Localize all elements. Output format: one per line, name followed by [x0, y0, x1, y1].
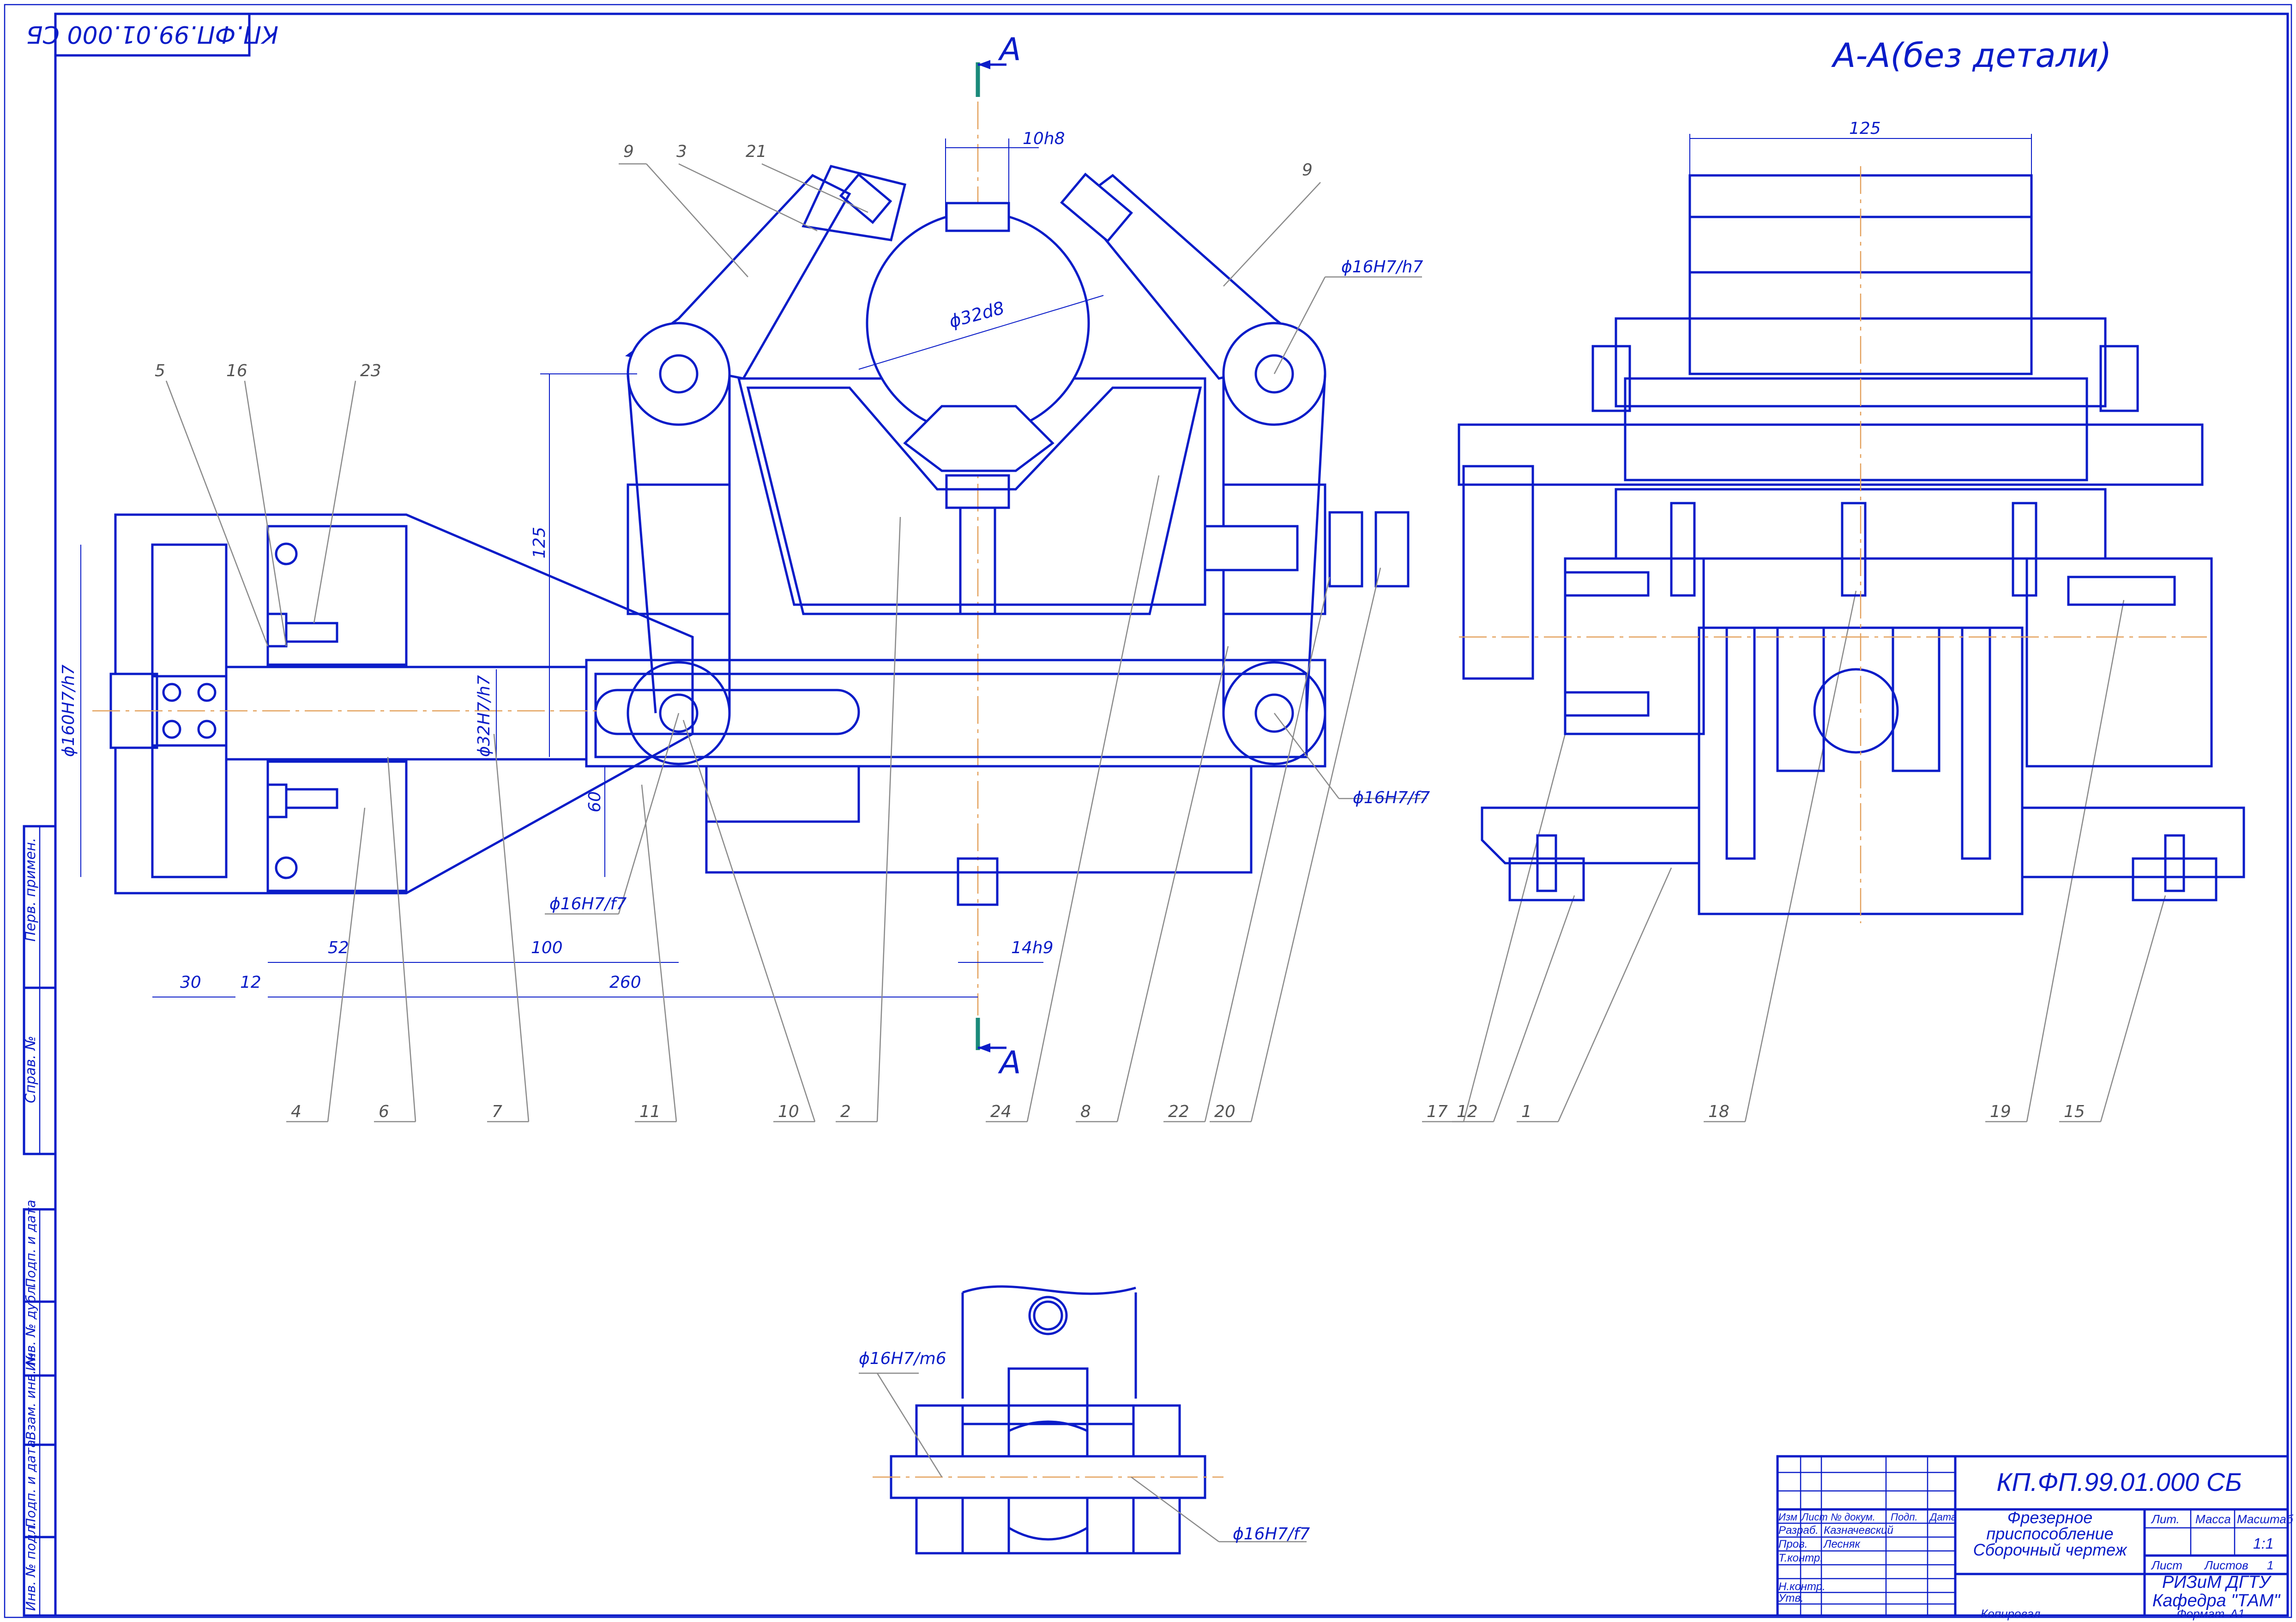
svg-text:52: 52 — [328, 938, 349, 957]
prism — [903, 405, 1055, 472]
svg-text:ϕ16H7/h7: ϕ16H7/h7 — [1341, 258, 1423, 276]
svg-text:260: 260 — [609, 973, 641, 992]
svg-text:125: 125 — [530, 527, 549, 559]
svg-text:Фрезерное: Фрезерное — [2007, 1508, 2092, 1527]
svg-text:12: 12 — [240, 973, 261, 992]
svg-text:21: 21 — [746, 142, 767, 161]
svg-text:Н.контр.: Н.контр. — [1778, 1580, 1826, 1593]
main-dimensions: 10h8 ϕ32d8 ϕ16H7/h7 ϕ16H7/f7 ϕ16H7/f7 12… — [59, 129, 1430, 997]
part-number-label: 11 — [639, 1102, 661, 1121]
tb-designation: КП.ФП.99.01.000 СБ — [1996, 1467, 2242, 1496]
part-number-label: 10 — [778, 1102, 799, 1121]
left-margin-stamps: Перв. примен. Справ. № Подп. и дата Инв.… — [23, 825, 57, 1617]
part-number-label: 18 — [1708, 1102, 1730, 1121]
part-number-label: 1 — [1521, 1102, 1532, 1121]
svg-text:Кафедра "ТАМ": Кафедра "ТАМ" — [2152, 1591, 2281, 1610]
pivot-left-top — [627, 322, 731, 426]
svg-text:№ докум.: № докум. — [1831, 1511, 1875, 1523]
stamp-podp1: Подп. и дата — [23, 1200, 38, 1288]
svg-text:Казначевский: Казначевский — [1824, 1524, 1893, 1537]
svg-text:Листов: Листов — [2204, 1558, 2248, 1572]
svg-text:ϕ32H7/h7: ϕ32H7/h7 — [475, 675, 494, 757]
part-number-label: 20 — [1214, 1102, 1235, 1121]
piston-rod — [225, 666, 588, 761]
svg-text:А1: А1 — [2229, 1607, 2245, 1621]
svg-text:16: 16 — [226, 361, 247, 380]
title-block: КП.ФП.99.01.000 СБ Фрезерное приспособле… — [1776, 1455, 2294, 1621]
section-marker-bottom: А — [976, 1018, 1021, 1081]
svg-text:Утв.: Утв. — [1778, 1592, 1804, 1604]
part-number-label: 17 — [1427, 1102, 1448, 1121]
stamp-podp2: Подп. и дата — [23, 1440, 38, 1528]
part-number-label: 8 — [1080, 1102, 1091, 1121]
svg-text:Сборочный чертеж: Сборочный чертеж — [1973, 1540, 2128, 1559]
part-number-label: 22 — [1168, 1102, 1189, 1121]
part-number-label: 19 — [1990, 1102, 2011, 1121]
svg-text:Лист: Лист — [2151, 1558, 2182, 1572]
svg-text:ϕ160H7/h7: ϕ160H7/h7 — [59, 665, 78, 757]
svg-text:9: 9 — [623, 142, 634, 161]
svg-text:Т.контр.: Т.контр. — [1778, 1552, 1823, 1564]
bottom-labels: 4 6 7 11 10 2 24 8 22 20 17 12 1 18 19 15 — [286, 475, 2166, 1123]
part-number-label: 2 — [840, 1102, 851, 1121]
svg-text:14h9: 14h9 — [1011, 938, 1054, 957]
svg-text:РИЗиМ ДГТУ: РИЗиМ ДГТУ — [2162, 1573, 2272, 1592]
part-number-label: 6 — [379, 1102, 389, 1121]
stamp-vzam: Взам. инв. № — [23, 1352, 38, 1440]
svg-text:Масштаб: Масштаб — [2237, 1512, 2294, 1526]
part-labels: 5 16 23 9 3 21 9 — [155, 142, 1321, 647]
svg-text:Пров.: Пров. — [1778, 1538, 1808, 1550]
main-view — [92, 165, 1410, 906]
cylinder — [114, 513, 694, 895]
svg-text:ϕ16H7/f7: ϕ16H7/f7 — [1233, 1525, 1310, 1544]
svg-text:А: А — [998, 31, 1021, 68]
stamp-sprav: Справ. № — [23, 1036, 39, 1103]
stamp-top-text: КП.ФП.99.01.000 СБ — [26, 20, 278, 48]
svg-text:ϕ16H7/f7: ϕ16H7/f7 — [549, 895, 627, 913]
svg-text:Подп.: Подп. — [1891, 1511, 1918, 1523]
section-marker-top: А — [976, 31, 1021, 97]
svg-text:1:1: 1:1 — [2253, 1535, 2273, 1552]
svg-text:Копировал: Копировал — [1981, 1607, 2041, 1621]
stamp-perv: Перв. примен. — [23, 838, 39, 942]
drawing-frame — [54, 12, 2289, 1617]
svg-text:приспособление: приспособление — [1986, 1524, 2113, 1543]
part-number-label: 7 — [492, 1102, 502, 1121]
svg-text:1: 1 — [2267, 1558, 2273, 1572]
svg-text:30: 30 — [180, 973, 201, 992]
svg-text:Масса: Масса — [2195, 1512, 2231, 1526]
svg-text:9: 9 — [1302, 161, 1313, 180]
svg-text:ϕ16H7/f7: ϕ16H7/f7 — [1353, 788, 1430, 807]
svg-text:ϕ16H7/m6: ϕ16H7/m6 — [859, 1349, 946, 1368]
svg-text:125: 125 — [1849, 119, 1881, 138]
svg-text:Изм: Изм — [1778, 1511, 1797, 1523]
stamp-top-box — [54, 12, 251, 57]
section-title: А-А(без детали) — [1831, 36, 2112, 75]
svg-text:5: 5 — [155, 361, 165, 380]
svg-text:3: 3 — [676, 142, 687, 161]
svg-text:А: А — [998, 1045, 1021, 1081]
svg-text:Лит.: Лит. — [2151, 1512, 2180, 1526]
section-view: 125 — [1458, 119, 2245, 923]
svg-text:Формат: Формат — [2177, 1607, 2224, 1621]
svg-text:100: 100 — [531, 938, 563, 957]
svg-text:60: 60 — [585, 791, 604, 812]
part-number-label: 15 — [2064, 1102, 2085, 1121]
detail-view: ϕ16H7/m6 ϕ16H7/f7 — [859, 1285, 1310, 1555]
part-number-label: 12 — [1457, 1102, 1478, 1121]
svg-text:10h8: 10h8 — [1023, 129, 1065, 148]
svg-text:Лист: Лист — [1801, 1511, 1828, 1523]
svg-text:23: 23 — [360, 361, 381, 380]
svg-text:Дата: Дата — [1928, 1511, 1957, 1523]
sheet-border — [4, 4, 2292, 1618]
svg-text:Разраб.: Разраб. — [1778, 1524, 1819, 1537]
part-number-label: 24 — [990, 1102, 1012, 1121]
part-number-label: 4 — [291, 1102, 301, 1121]
stamp-inv-podl: Инв. № подл. — [23, 1522, 38, 1611]
svg-text:Лесняк: Лесняк — [1823, 1538, 1861, 1550]
stamp-inv-dubl: Инв. № дубл. — [23, 1282, 38, 1371]
